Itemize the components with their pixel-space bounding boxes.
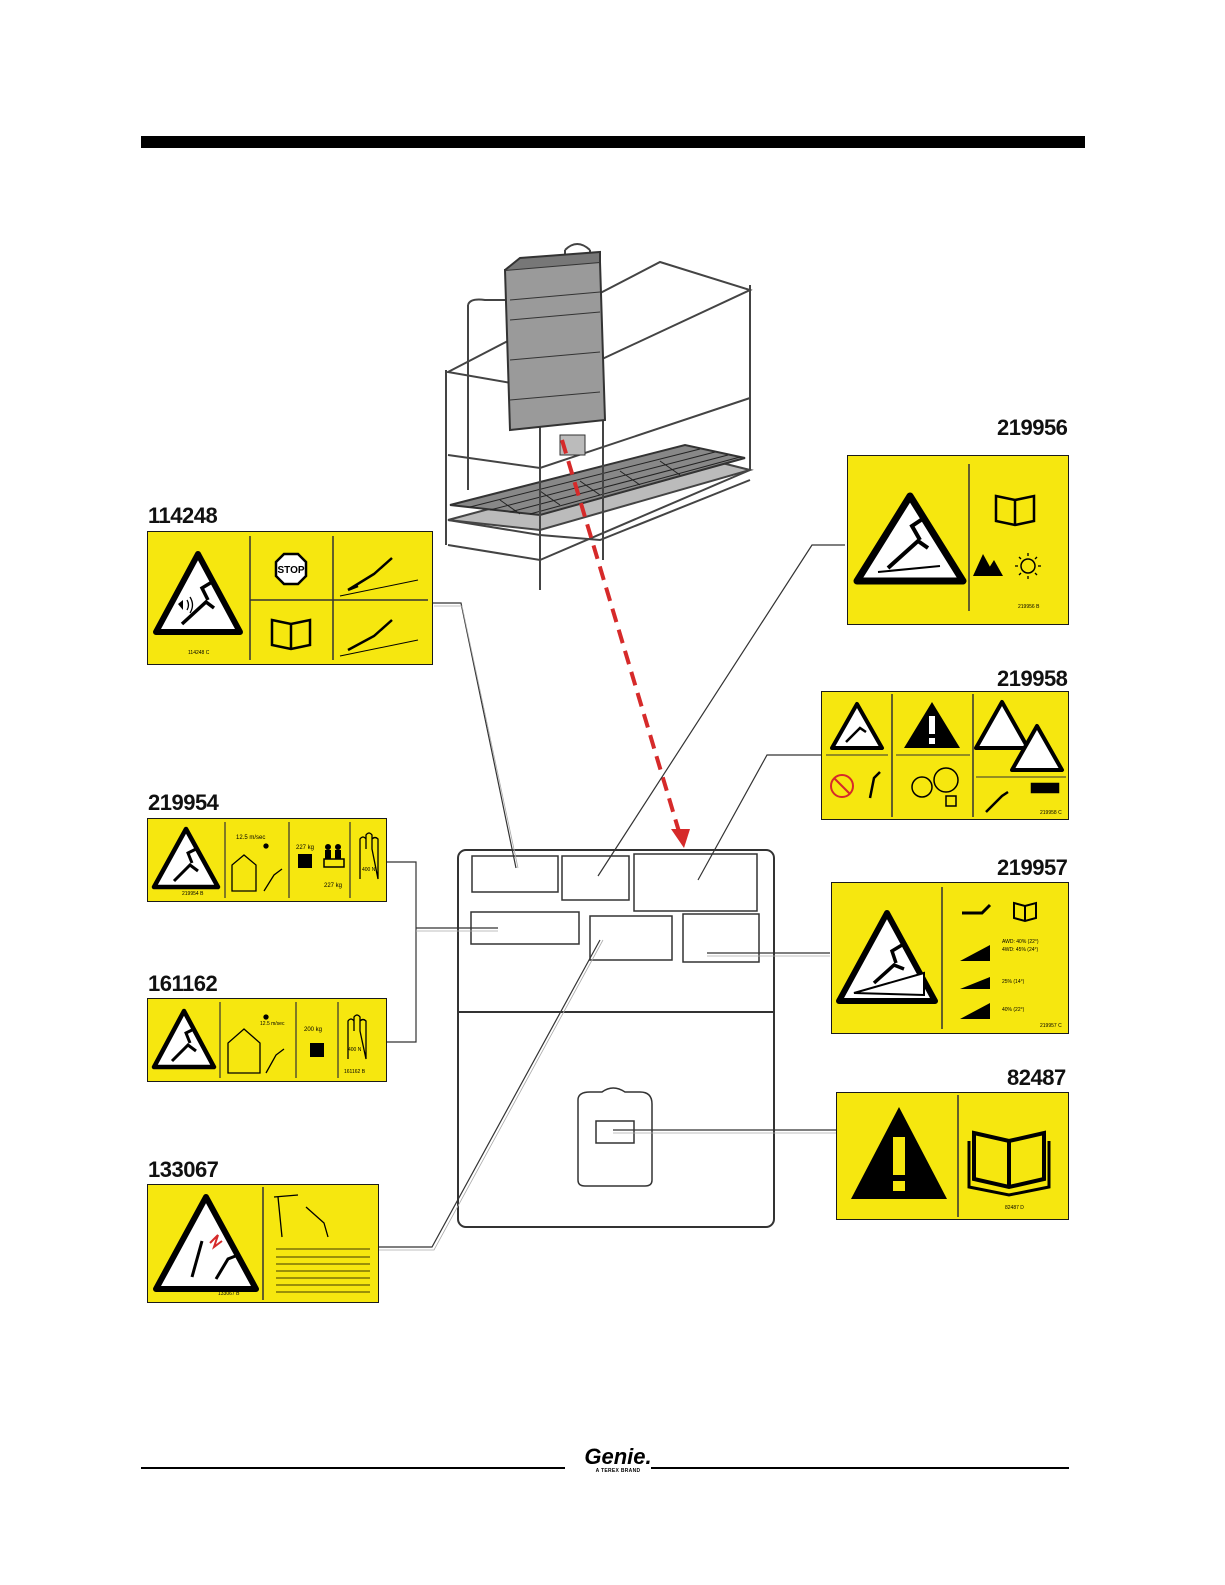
decal-number-161162: 161162 <box>148 971 217 997</box>
capacity-label: 200 kg <box>304 1027 322 1033</box>
decal-161162: 12.5 m/sec 200 kg 400 N 161162 B <box>147 998 387 1082</box>
general-warning-icon <box>904 702 960 748</box>
power-line-clearance-icon <box>274 1195 328 1237</box>
rotation-diagram-icon <box>912 768 958 806</box>
decal-219954: 12.5 m/sec 227 kg 227 kg 400 N 219954 B <box>147 818 387 902</box>
decal-number-219954: 219954 <box>148 790 218 816</box>
decal-219956: 219956 B <box>847 455 1069 625</box>
decal-code: 219956 B <box>1018 604 1039 610</box>
decal-219957: AWD: 40% (22°) 4WD: 45% (24°) 25% (14°) … <box>831 882 1069 1034</box>
decal-number-219958: 219958 <box>997 666 1067 692</box>
wind-speed-label: 12.5 m/sec <box>260 1021 284 1027</box>
wind-weather-icon <box>973 553 1041 579</box>
boom-drive-direction-icon <box>340 558 418 656</box>
decal-114248: STOP 114248 C <box>147 531 433 665</box>
tipover-warning-icon <box>857 496 963 581</box>
decal-219958: 219958 C <box>821 691 1069 820</box>
load-weight-icon <box>310 1043 324 1057</box>
decal-133067: 133067 B <box>147 1184 379 1303</box>
brand-name: Genie. <box>576 1446 660 1468</box>
wind-house-icon <box>232 844 282 891</box>
decal-number-114248: 114248 <box>148 503 217 529</box>
decal-code: 133067 B <box>218 1291 239 1297</box>
slope-rating-icons <box>960 945 990 1019</box>
tipover-warning-icon <box>154 1011 214 1067</box>
genie-logo: Genie. A TEREX BRAND <box>576 1446 660 1474</box>
decal-82487: 82487 D <box>836 1092 1069 1220</box>
general-warning-icon <box>851 1107 947 1199</box>
force-label: 400 N <box>348 1047 361 1053</box>
decal-number-219956: 219956 <box>997 415 1067 441</box>
crush-hazard-icon <box>976 702 1062 770</box>
manual-icon <box>996 496 1034 525</box>
decal-number-219957: 219957 <box>997 855 1067 881</box>
slope-rating-label: 40% (22°) <box>1002 1007 1024 1013</box>
slope-rating-label: 4WD: 45% (24°) <box>1002 947 1038 953</box>
footer-rule-left <box>141 1467 565 1469</box>
decal-code: 219954 B <box>182 891 203 897</box>
wind-speed-label: 12.5 m/sec <box>236 835 265 841</box>
tipover-alarm-warning-icon <box>156 554 240 632</box>
capacity-label: 227 kg <box>324 883 342 889</box>
slope-rating-label: 25% (14°) <box>1002 979 1024 985</box>
decal-code: 219957 C <box>1040 1023 1062 1029</box>
machine-ramp-icon <box>986 784 1058 812</box>
svg-text:STOP: STOP <box>277 565 304 576</box>
capacity-label: 227 kg <box>296 845 314 851</box>
tipover-warning-icon <box>154 829 218 887</box>
slope-rating-label: AWD: 40% (22°) <box>1002 939 1039 945</box>
clearance-table <box>276 1249 370 1292</box>
prohibited-icon <box>831 772 880 798</box>
decal-number-133067: 133067 <box>148 1157 218 1183</box>
slope-tipover-warning-icon <box>839 913 935 1001</box>
stop-sign-icon: STOP <box>276 554 306 584</box>
tipover-warning-icon <box>832 704 882 748</box>
manual-icon <box>272 620 310 649</box>
decal-code: 114248 C <box>188 650 209 656</box>
manual-icon <box>969 1133 1049 1195</box>
control-panel-diagram <box>458 850 774 1227</box>
footer-rule-right <box>651 1467 1069 1469</box>
platform-basket-illustration <box>446 244 750 590</box>
force-label: 400 N <box>362 867 375 873</box>
electrocution-warning-icon <box>156 1197 256 1289</box>
decal-code: 82487 D <box>1005 1205 1024 1211</box>
decal-code: 161162 B <box>344 1069 365 1075</box>
decal-code: 219958 C <box>1040 810 1062 816</box>
machine-manual-icon <box>962 903 1036 921</box>
decal-number-82487: 82487 <box>1007 1065 1066 1091</box>
